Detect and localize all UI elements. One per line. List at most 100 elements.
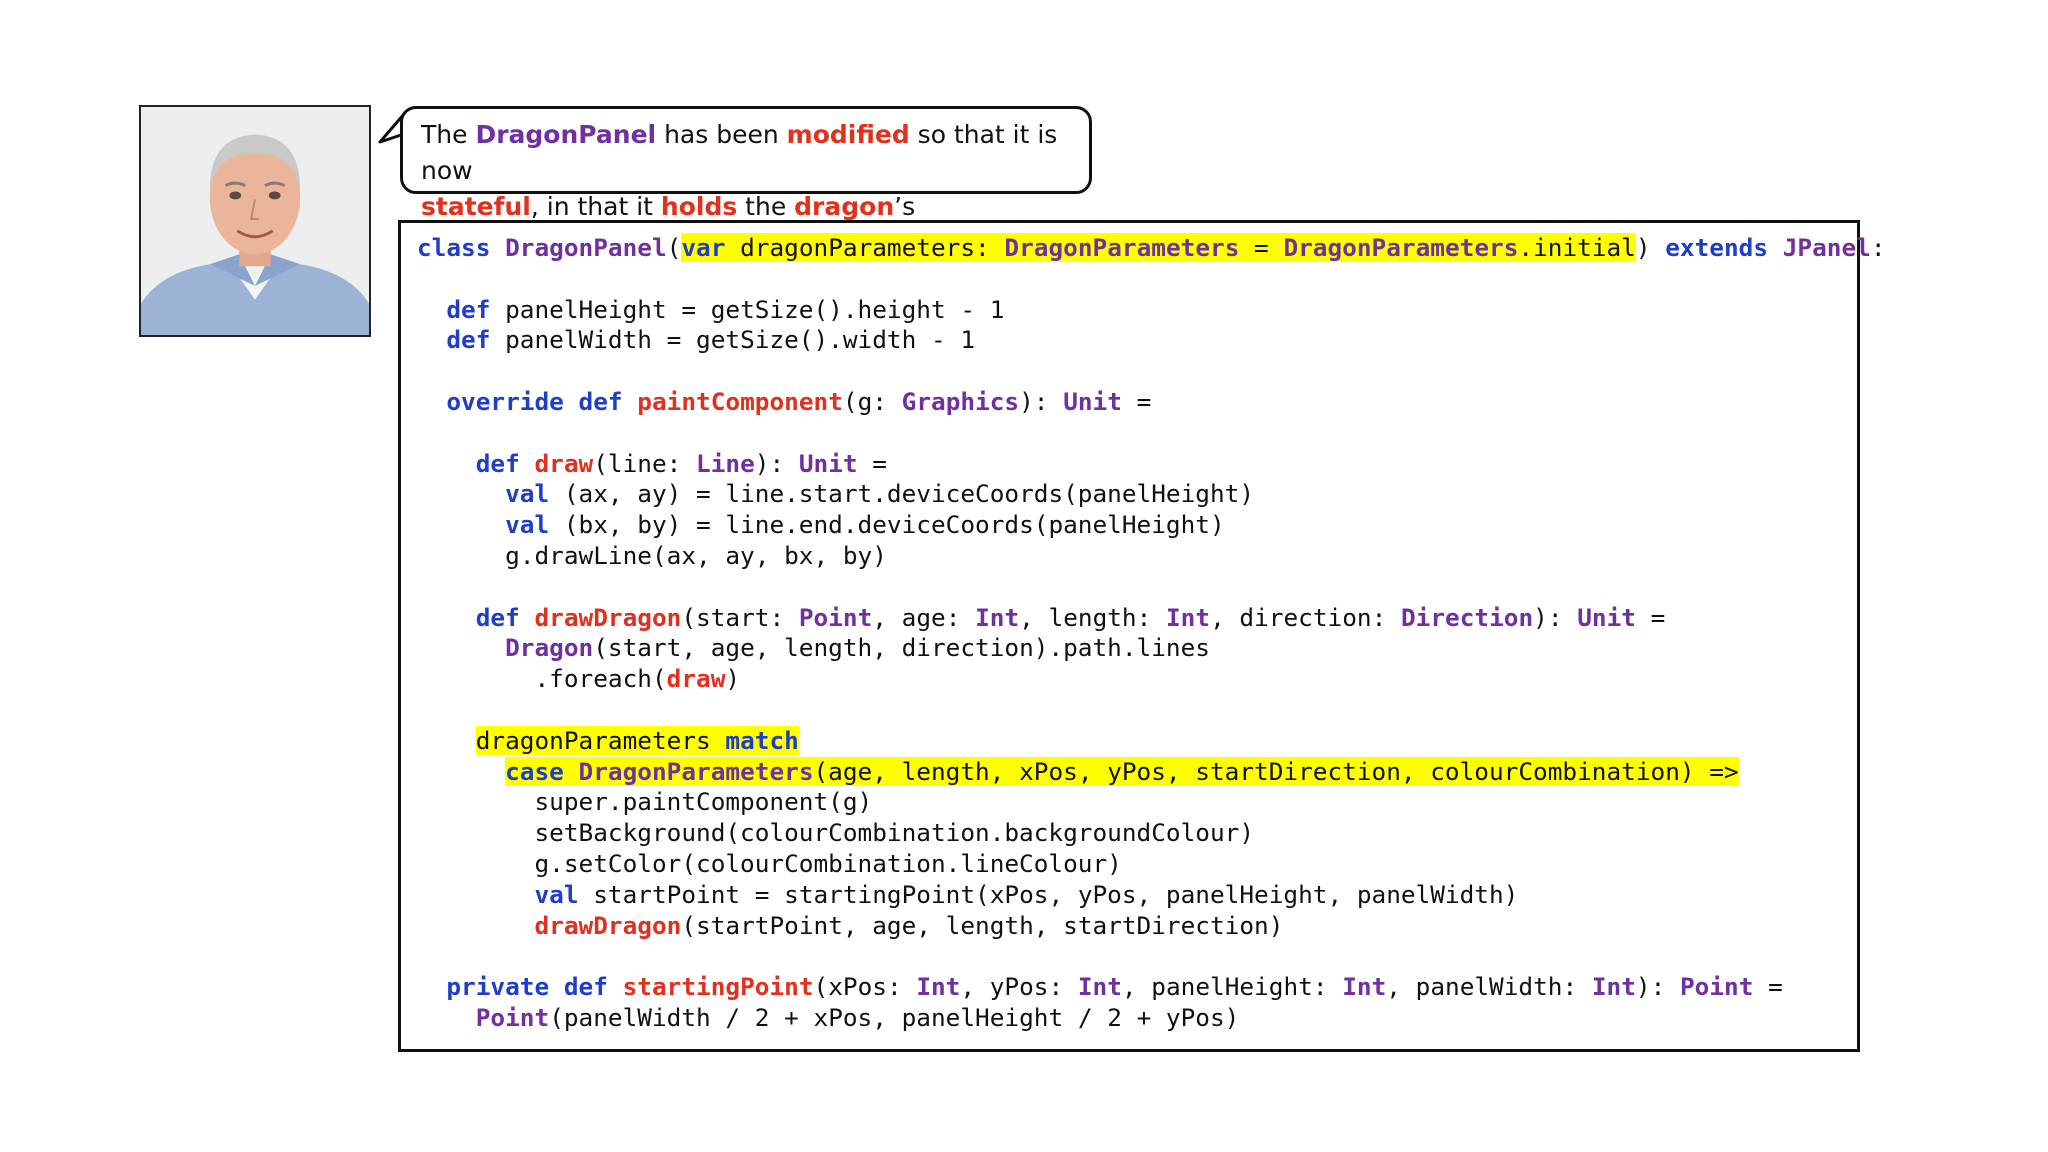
code-token: : [1870,233,1886,262]
code-token: , length: [1019,602,1166,632]
code-line: override def paintComponent(g: Graphics)… [417,387,1857,418]
code-token: ): [1019,386,1064,416]
code-token [1768,233,1783,262]
code-token: dragonParameters: [725,233,1005,262]
code-token: ) [725,664,741,694]
code-token: = [1239,233,1284,262]
code-token [417,510,505,539]
code-token: val [505,479,550,509]
code-token [563,756,579,786]
code-token: (bx, by) = line.end.deviceCoords(panelHe… [549,510,1225,540]
code-line [417,356,1857,387]
speech-bubble-tail [378,113,406,144]
code-token [417,1003,476,1032]
code-token: class [417,233,491,262]
code-line: g.setColor(colourCombination.lineColour) [417,849,1857,880]
code-token: Int [1591,972,1636,1002]
code-token: case [505,756,564,786]
code-token: def [475,602,520,632]
code-token: private [446,972,550,1002]
code-line: setBackground(colourCombination.backgrou… [417,818,1857,849]
code-line: Dragon(start, age, length, direction).pa… [417,633,1857,664]
code-line: super.paintComponent(g) [417,787,1857,818]
speech-text: ’s [894,192,916,221]
code-token: Int [1166,602,1211,632]
code-token: Line [696,448,755,478]
speech-line-1: The DragonPanel has been modified so tha… [421,117,1071,189]
code-token: DragonParameters [578,756,814,786]
code-token: (line: [593,448,697,478]
code-token: Point [798,602,873,632]
code-token [417,880,534,909]
code-token: def [563,972,608,1002]
code-token [564,387,579,416]
code-token: Direction [1400,602,1534,632]
code-token [417,972,446,1001]
code-listing: class DragonPanel(var dragonParameters: … [417,233,1886,1034]
speech-highlight-class-name: DragonPanel [475,120,657,149]
code-token [417,479,505,508]
code-token [417,726,476,755]
code-line: val startPoint = startingPoint(xPos, yPo… [417,880,1857,911]
code-token: = [1121,386,1152,416]
speech-text: the [737,192,795,221]
code-token: JPanel [1782,233,1871,262]
code-token: Unit [1577,602,1636,632]
code-token: var [681,233,726,262]
code-line: .foreach(draw) [417,664,1857,695]
code-token [623,387,638,416]
code-token: super.paintComponent(g) [417,787,873,817]
code-token: val [534,879,579,909]
code-token: DragonParameters [1004,233,1240,262]
code-token [417,449,476,478]
code-token: Int [916,972,961,1002]
code-line: drawDragon(startPoint, age, length, star… [417,911,1857,942]
code-line: case DragonParameters(age, length, xPos,… [417,756,1857,788]
code-line: def drawDragon(start: Point, age: Int, l… [417,603,1857,634]
code-token [549,972,564,1001]
code-token: draw [534,448,594,478]
code-token [417,633,505,662]
code-token: Dragon [505,633,594,663]
code-token: , panelHeight: [1121,972,1343,1002]
speech-highlight-modified: modified [786,120,910,149]
code-token: startingPoint [622,972,814,1002]
code-token [520,449,535,478]
code-token [490,233,505,262]
code-token: , age: [872,602,976,632]
code-token: def [475,448,520,478]
code-token: , yPos: [960,972,1078,1002]
code-line: val (bx, by) = line.end.deviceCoords(pan… [417,510,1857,541]
code-token: (startPoint, age, length, startDirection… [681,910,1284,940]
code-token: .foreach( [417,664,667,694]
speech-highlight-dragon: dragon [794,192,895,221]
code-token: ): [754,448,799,478]
code-line [417,695,1857,726]
code-token: (start, age, length, direction).path.lin… [593,633,1210,663]
code-token: = [857,448,887,478]
speech-text: so that it is now [421,120,1058,185]
code-token: = [1753,972,1783,1002]
code-token: panelWidth = getSize().width - 1 [490,325,976,355]
code-token: (start: [681,602,799,632]
code-token: (panelWidth / 2 + xPos, panelHeight / 2 … [549,1002,1240,1032]
code-line [417,264,1857,295]
code-token [417,387,446,416]
code-token: panelHeight = getSize().height - 1 [490,294,1005,324]
code-token: DragonParameters [1283,233,1519,262]
code-token: Int [975,602,1020,632]
code-line: def panelWidth = getSize().width - 1 [417,325,1857,356]
code-token: , panelWidth: [1386,972,1592,1002]
code-token: setBackground(colourCombination.backgrou… [417,818,1255,848]
code-token: Int [1342,972,1387,1002]
speech-highlight-stateful: stateful [421,192,531,221]
presenter-photo [139,105,371,337]
code-token: = [1635,602,1666,632]
code-token: (xPos: [813,972,917,1002]
code-token: (g: [842,386,902,416]
code-token: g.setColor(colourCombination.lineColour) [417,848,1122,878]
code-line: val (ax, ay) = line.start.deviceCoords(p… [417,479,1857,510]
code-token: Graphics [901,386,1020,416]
code-token [520,603,535,632]
code-token: (ax, ay) = line.start.deviceCoords(panel… [549,479,1255,509]
